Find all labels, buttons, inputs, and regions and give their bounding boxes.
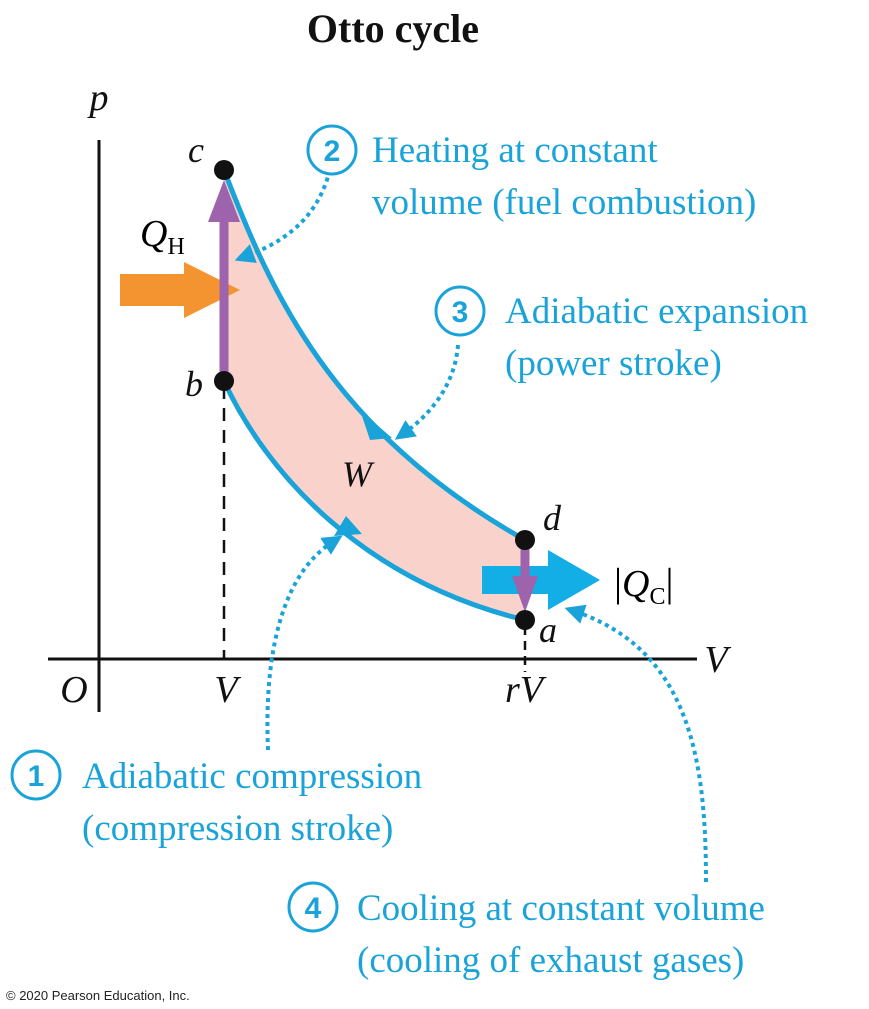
step-3-line1: Adiabatic expansion: [505, 291, 808, 332]
step-2-badge: [306, 124, 358, 176]
step-4-number: 4: [305, 892, 322, 925]
v-axis-label: V: [704, 639, 731, 681]
step-4-badge: [287, 881, 339, 933]
step-3-line2: (power stroke): [505, 343, 722, 384]
heat-out-label: |QC|: [614, 560, 674, 610]
leader-step-2: [234, 169, 332, 263]
work-area: [224, 170, 525, 620]
copyright-credit: © 2020 Pearson Education, Inc.: [6, 988, 190, 1003]
diagram-title: Otto cycle: [307, 6, 479, 51]
point-b-label: b: [185, 364, 203, 404]
heat-out-symbol: Q: [622, 563, 649, 605]
point-c: [214, 160, 234, 180]
step-2-line2: volume (fuel combustion): [372, 182, 756, 223]
step-1-line1: Adiabatic compression: [82, 756, 422, 797]
x-tick-v: V: [214, 669, 241, 711]
step-3-badge: [434, 285, 486, 337]
step-2-number: 2: [324, 135, 341, 168]
heat-out-bar-left: |: [614, 560, 622, 605]
heat-out-bar-right: |: [665, 560, 673, 605]
leader-step-4: [564, 604, 708, 883]
heat-input-arrow: [120, 262, 240, 318]
heat-in-label: QH: [140, 213, 185, 260]
origin-label: O: [60, 669, 87, 711]
p-axis-label: p: [87, 77, 109, 119]
point-a-label: a: [539, 610, 557, 650]
x-tick-rv: rV: [505, 669, 547, 711]
point-c-label: c: [188, 130, 204, 170]
point-d-label: d: [543, 498, 562, 538]
step-2-line1: Heating at constant: [372, 130, 658, 171]
point-a: [515, 610, 535, 630]
heating-process-arrowhead: [208, 180, 240, 222]
step-1-number: 1: [28, 760, 45, 793]
step-4-line2: (cooling of exhaust gases): [357, 940, 744, 981]
heat-out-subscript: C: [649, 584, 665, 610]
cooling-process-arrowhead: [512, 576, 538, 612]
work-label: W: [342, 454, 375, 494]
step-1-badge: [10, 749, 62, 801]
step-1-line2: (compression stroke): [82, 808, 393, 849]
step-4-line1: Cooling at constant volume: [357, 888, 765, 929]
heat-output-arrow: [482, 550, 600, 610]
point-b: [214, 371, 234, 391]
expansion-direction-arrow: [360, 410, 392, 440]
adiabatic-compression-curve: [221, 379, 526, 623]
compression-direction-arrow: [334, 516, 362, 536]
step-3-number: 3: [452, 296, 469, 329]
leader-step-3: [394, 344, 460, 440]
leader-step-1: [265, 535, 343, 751]
heat-in-symbol: Q: [140, 213, 167, 255]
heat-in-subscript: H: [167, 234, 184, 260]
point-d: [515, 530, 535, 550]
adiabatic-expansion-curve: [221, 169, 527, 543]
